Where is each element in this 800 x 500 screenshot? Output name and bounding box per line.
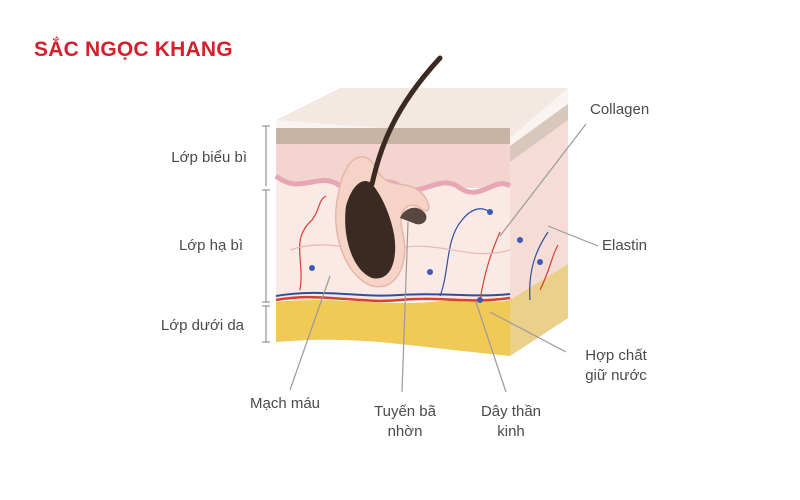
nerve-fiber-1 (439, 219, 463, 297)
label-elastin: Elastin (602, 237, 648, 254)
right-face-epidermis-top (510, 104, 568, 162)
brand-logo-text: SẮC NGỌC KHANG (34, 38, 233, 61)
leader-sebaceous (401, 221, 409, 393)
nerve-cells (309, 209, 543, 303)
capillary-3 (479, 231, 501, 301)
capillary-4 (539, 244, 559, 291)
nerve-fiber-3 (529, 231, 549, 301)
leader-lines (289, 123, 599, 393)
capillary-1 (299, 219, 313, 291)
hair-bulb (345, 180, 396, 279)
nerve-cell-2 (427, 269, 433, 275)
nerve-cell-3 (477, 297, 483, 303)
layer-brackets (262, 125, 270, 343)
hair-follicle (335, 55, 443, 288)
vein-line (275, 291, 511, 297)
nerve-cell-4 (487, 209, 493, 215)
label-moisture-compound: Hợp chất giữ nước (566, 346, 666, 386)
label-nerve-line2: kinh (497, 423, 525, 440)
hypodermis-layer (276, 300, 510, 356)
label-nerve-line1: Dây thần (480, 403, 542, 420)
label-sebaceous-line1: Tuyến bã (374, 403, 436, 420)
leader-nerve (475, 301, 507, 393)
nerve-cell-6 (537, 259, 543, 265)
label-collagen: Collagen (590, 101, 650, 118)
label-sebaceous-line2: nhờn (387, 423, 423, 440)
nerve-cell-5 (517, 237, 523, 243)
nerve-cell-1 (309, 265, 315, 271)
leader-moisture (489, 311, 567, 353)
label-epidermis: Lớp biểu bì (171, 149, 247, 166)
capillary-2 (311, 195, 327, 221)
collagen-fiber-2 (399, 245, 511, 255)
block-top-face (276, 88, 568, 138)
leader-collagen (499, 123, 587, 237)
leader-blood-vessel (289, 275, 331, 391)
label-moisture-line2: giữ nước (585, 367, 647, 384)
label-dermis: Lớp hạ bì (178, 237, 243, 254)
right-face-hypodermis (510, 264, 568, 356)
label-nerve: Dây thần kinh (456, 402, 566, 442)
label-blood-vessel: Mạch máu (249, 395, 321, 412)
leader-elastin (547, 225, 599, 247)
label-moisture-line1: Hợp chất (585, 347, 647, 364)
hair-shaft (369, 55, 443, 187)
label-hypodermis: Lớp dưới da (160, 317, 244, 334)
epidermis-top-band (276, 128, 510, 146)
sebaceous-gland (400, 207, 427, 225)
artery-line (275, 295, 511, 303)
label-sebaceous-gland: Tuyến bã nhờn (350, 402, 460, 442)
